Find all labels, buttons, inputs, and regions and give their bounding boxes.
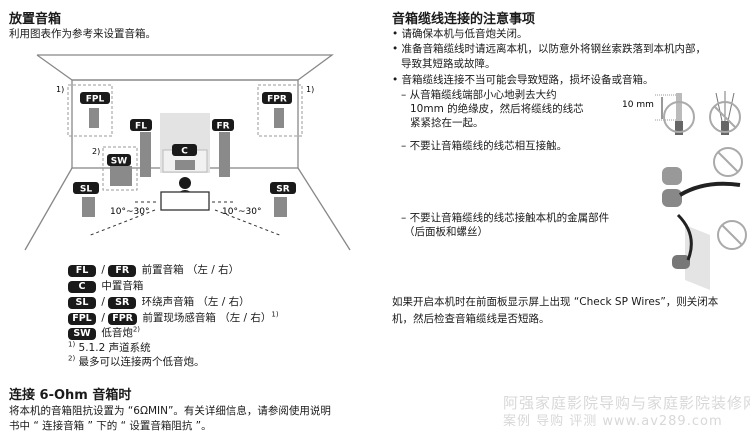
speaker-sw	[110, 166, 132, 186]
bullet-item-cont: 导致其短路或故障。	[401, 58, 496, 70]
legend-item: FPL / FPR 前置现场感音箱 （左 / 右）1)	[68, 310, 279, 325]
placement-subtitle: 利用图表作为参考来设置音箱。	[9, 28, 156, 40]
label-sr: SR	[276, 185, 289, 195]
terminal-knob	[662, 189, 682, 207]
speaker-c	[175, 160, 195, 170]
footnote: 1) 5.1.2 声道系统	[68, 340, 151, 355]
bullet-item: • 音箱缆线连接不当可能会导致短路，损坏设备或音箱。	[392, 74, 654, 86]
cable-illustrations: 10 mm	[622, 91, 747, 290]
legend-item: C 中置音箱	[68, 278, 143, 293]
legend-item: SL / SR 环绕声音箱 （左 / 右）	[68, 294, 250, 309]
six-ohm-text: 书中 “ 连接音箱 ” 下的 “ 设置音箱阻抗 ”。	[9, 420, 212, 432]
speaker-sr	[274, 197, 287, 217]
speaker-badge: SW	[68, 328, 96, 340]
label-sl: SL	[80, 185, 92, 195]
dash-item: – 从音箱缆线端部小心地剥去大约	[401, 89, 557, 101]
dash-item-cont: 紧紧捻在一起。	[410, 117, 484, 129]
bullet-item: • 请确保本机与低音炮关闭。	[392, 28, 528, 40]
speaker-badge: FL	[68, 265, 96, 277]
ok-circle	[663, 101, 695, 133]
dash-item: – 不要让音箱缆线的线芯接触本机的金属部件	[401, 212, 610, 224]
angle-left: 10°~30°	[110, 207, 149, 217]
footnote: 2) 最多可以连接两个低音炮。	[68, 354, 205, 369]
speaker-badge: SR	[108, 297, 137, 309]
label-c: C	[181, 147, 188, 157]
prohibited-icon	[713, 147, 743, 177]
legend-item: SW 低音炮2)	[68, 325, 140, 340]
label-fr: FR	[216, 122, 229, 132]
speaker-placement-diagram: 1) 1) 2) 10°~30° 10°~30°	[24, 54, 351, 251]
fpl-zone	[67, 84, 113, 137]
speaker-fpr	[274, 108, 284, 128]
legend-item: FL / FR 前置音箱 （左 / 右）	[68, 262, 239, 277]
speaker-badge: FR	[108, 265, 137, 277]
dash-item-cont: 10mm 的绝缘皮，然后将缆线的线芯	[410, 103, 584, 115]
note1-right: 1)	[306, 85, 314, 94]
speaker-badge: C	[68, 281, 96, 293]
dash-item: – 不要让音箱缆线的线芯相互接触。	[401, 140, 568, 152]
speaker-fr	[219, 132, 230, 177]
check-sp-note: 机，然后检查音箱缆线是否短路。	[392, 313, 550, 325]
sofa	[160, 191, 210, 211]
cable-caution-title: 音箱缆线连接的注意事项	[392, 12, 536, 27]
angle-right: 10°~30°	[222, 207, 261, 217]
sw-zone	[102, 146, 138, 191]
listener	[179, 177, 191, 189]
speaker-sl	[82, 197, 95, 217]
watermark: 案例 导购 评测 www.av289.com	[503, 414, 723, 429]
dash-item-cont: （后面板和螺丝）	[404, 226, 488, 238]
label-fpl: FPL	[86, 95, 105, 105]
speaker-badge: FPL	[68, 313, 96, 325]
note2: 2)	[92, 147, 100, 156]
check-sp-note: 如果开启本机时在前面板显示屏上出现 “Check SP Wires”，则关闭本	[392, 296, 719, 308]
speaker-fl	[140, 132, 151, 177]
prohibited-icon	[717, 220, 747, 250]
bullet-item: • 准备音箱缆线时请远离本机，以防意外将钢丝索跌落到本机内部，	[392, 43, 707, 55]
speaker-fpl	[89, 108, 99, 128]
terminal-knob	[662, 167, 682, 185]
prohibited-icon	[709, 101, 741, 133]
fpr-zone	[257, 84, 303, 137]
dim-label: 10 mm	[622, 100, 654, 110]
twisted-wire	[676, 93, 682, 121]
six-ohm-title: 连接 6-Ohm 音箱时	[9, 388, 132, 403]
watermark: 阿强家庭影院导购与家庭影院装修网	[503, 394, 750, 412]
six-ohm-text: 将本机的音箱阻抗设置为 “6ΩMIN”。有关详细信息，请参阅使用说明	[9, 405, 331, 417]
label-fl: FL	[135, 122, 147, 132]
placement-title: 放置音箱	[9, 12, 62, 27]
speaker-badge: SL	[68, 297, 96, 309]
label-sw: SW	[111, 157, 127, 167]
label-fpr: FPR	[267, 95, 287, 105]
note1-left: 1)	[56, 85, 64, 94]
speaker-badge: FPR	[108, 313, 138, 325]
